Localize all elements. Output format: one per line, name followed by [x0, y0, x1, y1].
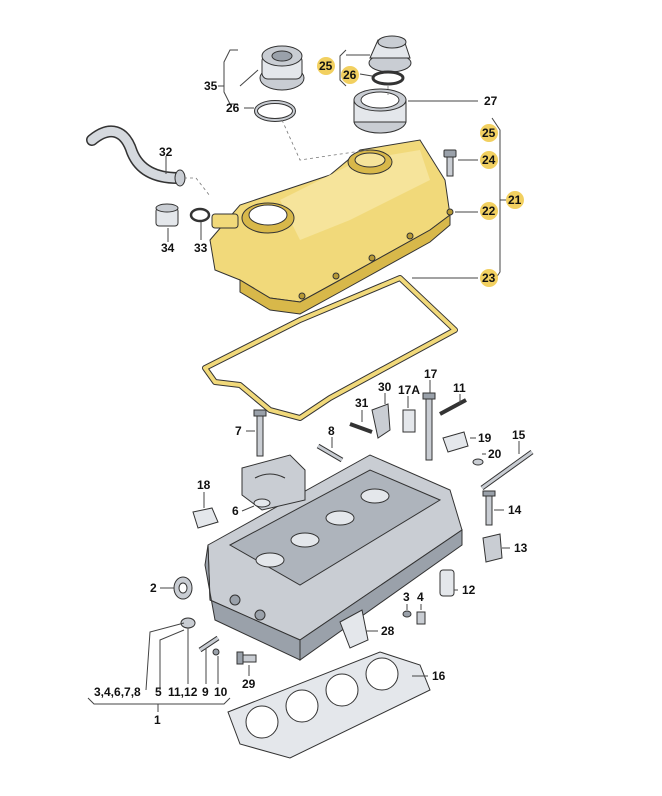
stud-part-9 — [198, 635, 220, 653]
label-4: 4 — [417, 590, 424, 604]
washer-part-3 — [402, 610, 412, 618]
label-34: 34 — [161, 241, 175, 255]
label-29: 29 — [242, 677, 256, 691]
seal-part-2 — [173, 576, 193, 600]
label-group-3-4-6-7-8: 3,4,6,7,8 — [94, 685, 141, 699]
label-7: 7 — [235, 424, 242, 438]
label-20: 20 — [488, 447, 502, 461]
head-bolt-part-15 — [480, 449, 534, 491]
label-28: 28 — [381, 624, 395, 638]
label-27: 27 — [484, 94, 498, 108]
label-26: 26 — [226, 101, 240, 115]
sleeve-part-17a — [402, 409, 416, 433]
stud-part-7 — [253, 409, 267, 457]
label-8: 8 — [328, 424, 335, 438]
long-bolt-part-17 — [422, 392, 436, 461]
breather-hose-part-32 — [86, 125, 186, 187]
label-32: 32 — [159, 145, 173, 159]
bolt-part-14 — [482, 490, 496, 526]
filler-neck-part-27 — [353, 88, 407, 134]
cover-plate-part-19 — [442, 431, 469, 453]
bolt-part-29 — [236, 651, 257, 665]
sleeve-part-18 — [192, 507, 219, 529]
seal-ring-part-26b — [371, 70, 405, 86]
cylinder-head-cover — [209, 139, 454, 315]
cover-bolt-part-24 — [443, 149, 457, 177]
bracket-part-13 — [482, 533, 503, 563]
label-18: 18 — [197, 478, 211, 492]
seal-ring-part-26a — [254, 100, 296, 122]
bolt-part-8 — [316, 443, 344, 463]
cover-gasket-part-23 — [202, 275, 458, 421]
label-19: 19 — [478, 431, 492, 445]
callout-labels: 35 26 25 26 27 32 34 33 25 24 22 21 23 3… — [94, 57, 528, 727]
hose-clamp-part-33 — [189, 207, 211, 223]
label-13: 13 — [514, 541, 528, 555]
washer-part-20 — [472, 458, 484, 466]
bearing-cap-part — [241, 454, 306, 511]
label-group-11-12: 11,12 — [168, 685, 198, 699]
sensor-part-12 — [439, 569, 455, 597]
label-35: 35 — [204, 79, 218, 93]
label-11: 11 — [453, 381, 466, 395]
label-30: 30 — [378, 380, 392, 394]
label-9: 9 — [202, 685, 209, 699]
bracket-part-28 — [339, 609, 369, 649]
washer-part-6 — [253, 498, 271, 508]
label-31: 31 — [355, 396, 369, 410]
oil-filler-cap-part-25 — [368, 35, 412, 73]
label-17: 17 — [424, 367, 438, 381]
head-gasket-part-16 — [227, 651, 431, 759]
label-25: 25 — [482, 126, 496, 140]
bracket-part-30 — [371, 403, 391, 439]
label-16: 16 — [432, 669, 446, 683]
label-10: 10 — [214, 685, 228, 699]
label-26: 26 — [343, 68, 357, 82]
label-33: 33 — [194, 241, 208, 255]
label-14: 14 — [508, 503, 522, 517]
label-5: 5 — [155, 685, 162, 699]
label-17a: 17A — [398, 383, 420, 397]
label-2: 2 — [150, 581, 157, 595]
label-22: 22 — [482, 204, 496, 218]
label-24: 24 — [482, 153, 496, 167]
label-21: 21 — [508, 193, 522, 207]
cylinder-head — [204, 454, 463, 661]
breather-cap-part-35 — [259, 45, 305, 91]
label-15: 15 — [512, 428, 526, 442]
bolt-part-4 — [416, 611, 426, 625]
pin-part-11 — [439, 398, 467, 416]
pin-part-10 — [212, 648, 220, 656]
screw-part-31 — [349, 422, 373, 434]
label-23: 23 — [482, 271, 496, 285]
label-1: 1 — [154, 713, 161, 727]
label-25: 25 — [319, 59, 333, 73]
label-6: 6 — [232, 504, 239, 518]
label-3: 3 — [403, 590, 410, 604]
hose-fitting-part-34 — [155, 203, 179, 227]
label-12: 12 — [462, 583, 476, 597]
